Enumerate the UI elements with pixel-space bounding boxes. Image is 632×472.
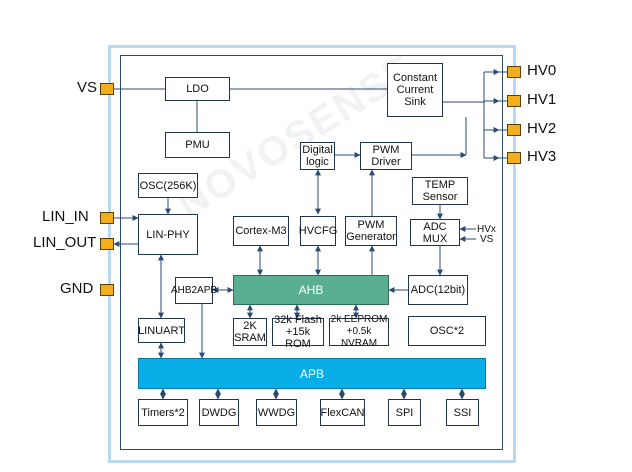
- ahb2apb-block: AHB2APB: [171, 277, 217, 304]
- flash-rom-block: 32k Flash +15k ROM: [272, 314, 324, 350]
- flexcan-block: FlexCAN: [320, 399, 365, 426]
- spi-block: SPI: [388, 399, 421, 426]
- linuart-block: LINUART: [138, 318, 185, 343]
- cortex-m3-block: Cortex-M3: [233, 216, 289, 246]
- lin-phy-block: LIN-PHY: [138, 214, 198, 255]
- pin-vs: [100, 83, 114, 95]
- pin-lin-in: [100, 212, 114, 224]
- pin-hv0-label: HV0: [527, 62, 557, 79]
- adc-mux-block: ADC MUX: [410, 219, 460, 246]
- pmu-block: PMU: [165, 132, 230, 158]
- pin-hv3-label: HV3: [527, 148, 557, 165]
- constant-current-sink-block: Constant Current Sink: [387, 63, 443, 117]
- ldo-block: LDO: [165, 77, 230, 101]
- pin-hv2-label: HV2: [527, 120, 557, 137]
- signal-hvx: HVx: [477, 224, 496, 235]
- signal-vs: VS: [480, 234, 494, 245]
- hvcfg-block: HVCFG: [299, 216, 337, 246]
- apb-bus: APB: [138, 358, 486, 389]
- ssi-block: SSI: [446, 399, 479, 426]
- pin-lin-out-label: LIN_OUT: [33, 234, 97, 251]
- pin-hv1: [507, 95, 521, 107]
- pin-hv0: [507, 66, 521, 78]
- osc-x2-block: OSC*2: [408, 316, 486, 346]
- temp-sensor-block: TEMP Sensor: [412, 177, 468, 205]
- pin-gnd: [100, 284, 114, 296]
- pin-hv2: [507, 124, 521, 136]
- pin-lin-in-label: LIN_IN: [42, 208, 89, 225]
- pin-hv3: [507, 152, 521, 164]
- osc-256k-block: OSC(256K): [138, 173, 198, 198]
- pwm-driver-block: PWM Driver: [360, 142, 412, 170]
- sram-block: 2K SRAM: [233, 318, 267, 346]
- pin-vs-label: VS: [77, 79, 98, 96]
- ahb-bus: AHB: [233, 275, 389, 305]
- timers-block: Timers*2: [138, 399, 188, 426]
- pin-lin-out: [100, 238, 114, 250]
- digital-logic-block: Digital logic: [300, 142, 335, 170]
- adc-12bit-block: ADC(12bit): [408, 275, 468, 305]
- wwdg-block: WWDG: [256, 399, 297, 426]
- eeprom-nvram-block: 2k EEPROM +0.5k NVRAM: [329, 314, 389, 349]
- pwm-generator-block: PWM Generator: [345, 216, 397, 246]
- pin-gnd-label: GND: [60, 280, 94, 297]
- pin-hv1-label: HV1: [527, 91, 557, 108]
- dwdg-block: DWDG: [199, 399, 239, 426]
